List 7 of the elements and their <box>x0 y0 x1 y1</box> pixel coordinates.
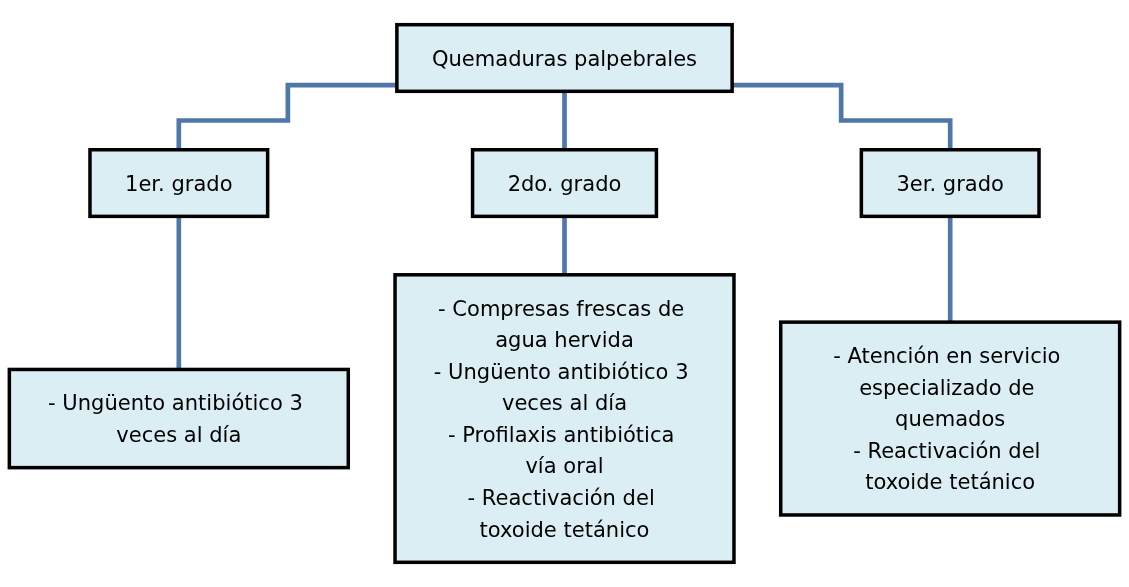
node-box: - Ungüento antibiótico 3 veces al día <box>7 367 351 470</box>
node-box: 2do. grado <box>470 148 659 219</box>
node-box: - Compresas frescas de agua hervida - Ungüento antibiótico 3 veces al día - Profilaxis antibiótica vía oral - Reactivación del toxoide tetánico <box>393 273 736 565</box>
node-box: - Atención en servicio especializado de quemados - Reactivación del toxoide tetánico <box>778 320 1122 517</box>
node-box: Quemaduras palpebrales <box>395 22 734 94</box>
node-box: 3er. grado <box>859 148 1041 219</box>
node-box: 1er. grado <box>88 148 270 219</box>
